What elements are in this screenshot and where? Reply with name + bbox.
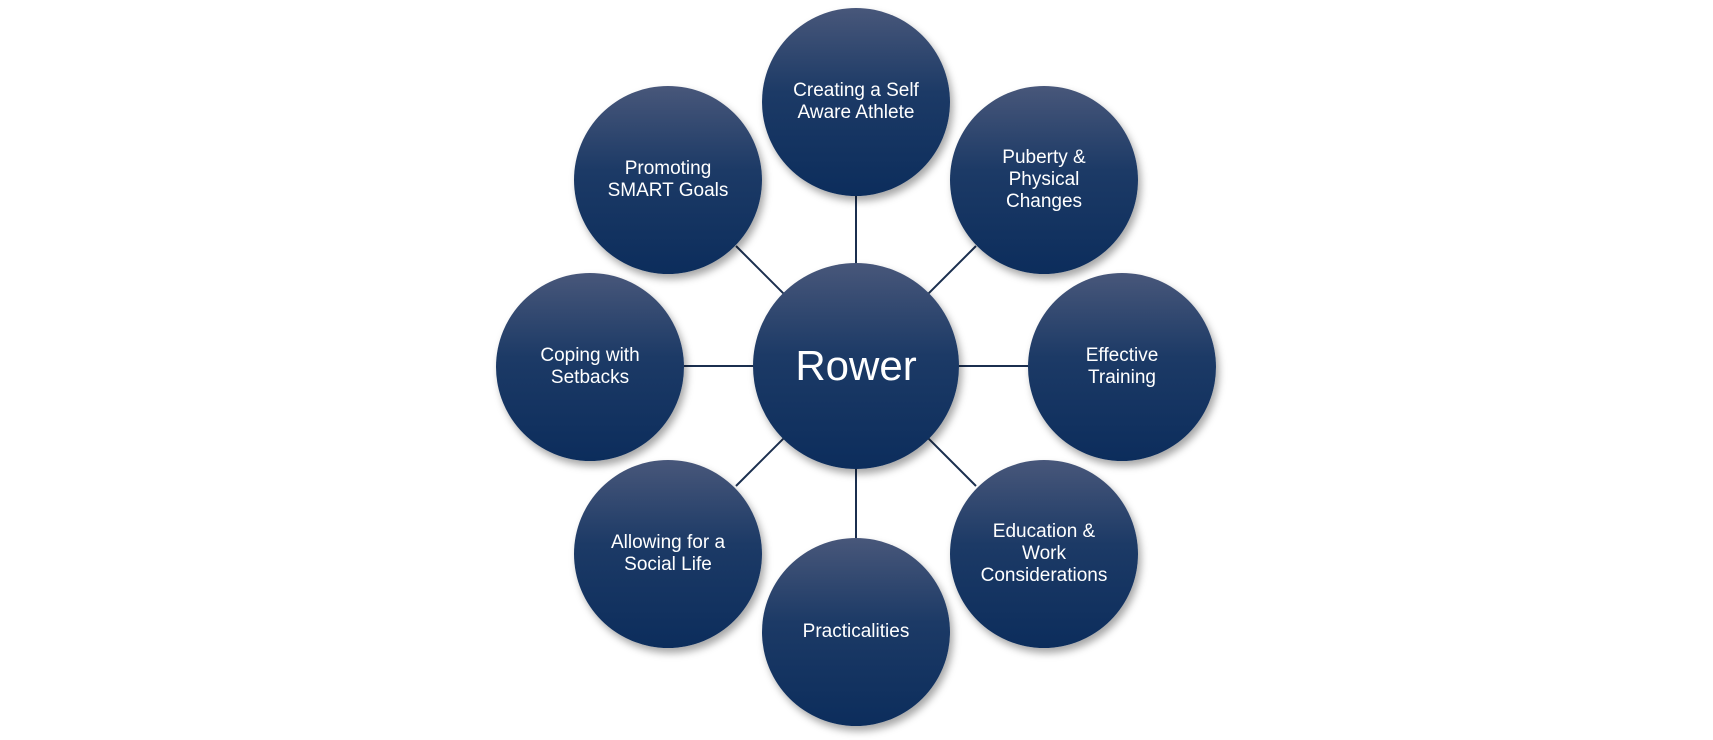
node-goals: Promoting SMART Goals bbox=[574, 86, 762, 274]
node-education: Education & Work Considerations bbox=[950, 460, 1138, 648]
center-node-rower: Rower bbox=[753, 263, 959, 469]
node-label: Allowing for a Social Life bbox=[610, 532, 726, 575]
node-self-aware: Creating a Self Aware Athlete bbox=[762, 8, 950, 196]
node-label: Coping with Setbacks bbox=[540, 345, 640, 388]
node-label: Effective Training bbox=[1085, 345, 1159, 388]
node-label: Puberty & Physical Changes bbox=[1002, 147, 1086, 212]
node-puberty: Puberty & Physical Changes bbox=[950, 86, 1138, 274]
node-label: Creating a Self Aware Athlete bbox=[793, 80, 919, 123]
node-label: Practicalities bbox=[802, 621, 910, 642]
node-setbacks: Coping with Setbacks bbox=[496, 273, 684, 461]
center-label: Rower bbox=[795, 342, 917, 389]
node-label: Promoting SMART Goals bbox=[607, 158, 729, 201]
node-training: Effective Training bbox=[1028, 273, 1216, 461]
node-practicalities: Practicalities bbox=[762, 538, 950, 726]
node-label: Education & Work Considerations bbox=[980, 521, 1108, 586]
node-social: Allowing for a Social Life bbox=[574, 460, 762, 648]
